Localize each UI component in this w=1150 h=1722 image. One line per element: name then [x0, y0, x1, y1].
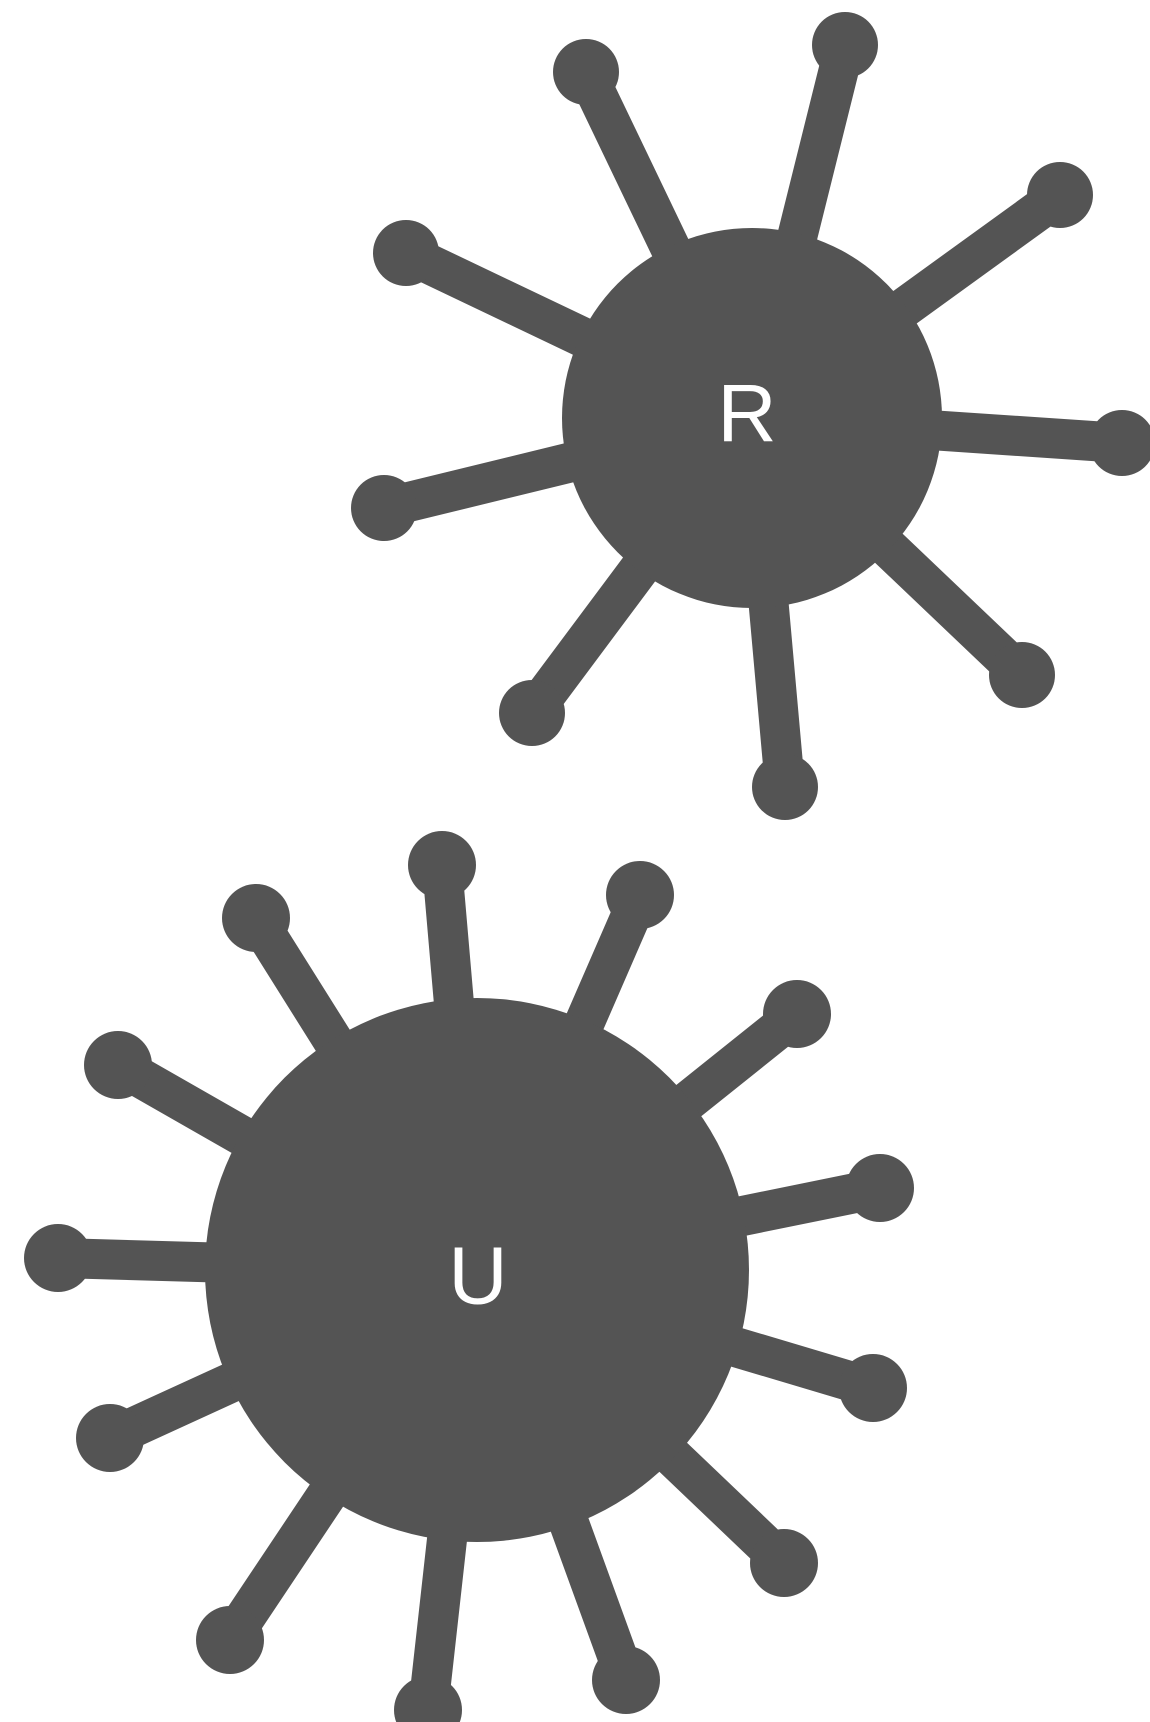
- virus-u-spike-knob: [750, 1529, 818, 1597]
- virus-r-spike-knob: [812, 12, 878, 78]
- virus-u-label: U: [448, 1231, 507, 1322]
- virus-u-spike-knob: [84, 1031, 152, 1099]
- virus-u-spike-knob: [76, 1404, 144, 1472]
- virus-r-spike-knob: [1027, 162, 1093, 228]
- virus-u-spike-knob: [606, 861, 674, 929]
- virus-u-spike-knob: [846, 1154, 914, 1222]
- virus-r-spike-knob: [373, 220, 439, 286]
- virus-r-label: R: [717, 369, 776, 460]
- virus-u-spike-knob: [24, 1224, 92, 1292]
- virus-r-spike-knob: [989, 642, 1055, 708]
- virus-u-spike-knob: [763, 980, 831, 1048]
- virus-u-spike-knob: [839, 1354, 907, 1422]
- virus-u-spike-knob: [196, 1606, 264, 1674]
- virus-r-spike-knob: [351, 475, 417, 541]
- virus-r-spike-knob: [499, 680, 565, 746]
- virus-u-spike-knob: [222, 884, 290, 952]
- virus-u-spike-knob: [408, 831, 476, 899]
- virus-u-spike-knob: [592, 1646, 660, 1714]
- virus-r-spike-knob: [553, 39, 619, 105]
- virus-r-spike-knob: [752, 754, 818, 820]
